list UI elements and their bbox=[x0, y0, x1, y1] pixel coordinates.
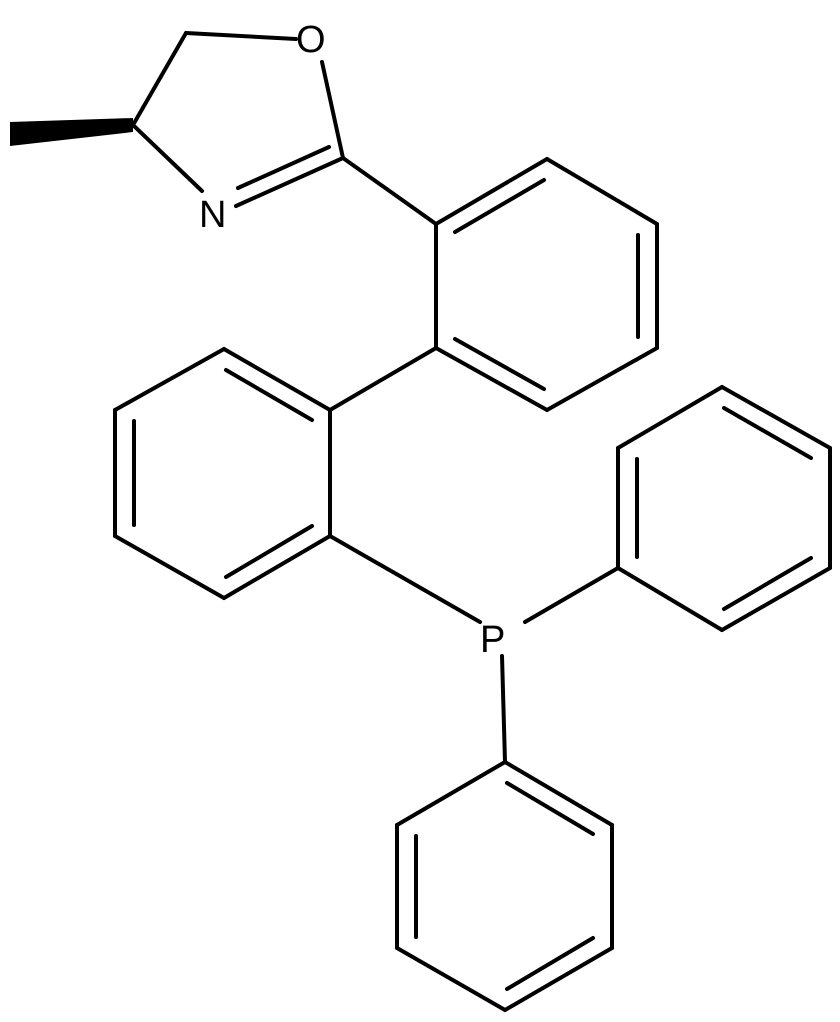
bond-c5-o bbox=[184, 31, 298, 41]
bottom-ring-bond-3 bbox=[503, 946, 614, 1012]
wedge-methyl-bond bbox=[10, 118, 133, 146]
right-ring-bond-6 bbox=[616, 566, 724, 632]
oxygen-atom-label: O bbox=[296, 19, 326, 61]
upper-ring-bond-5-inner bbox=[453, 337, 546, 391]
bond-c2-n-double-outer bbox=[234, 156, 345, 208]
oxazoline-ring bbox=[10, 31, 345, 208]
right-ring-bond-3-inner bbox=[722, 406, 813, 460]
right-ring-bond-3 bbox=[720, 385, 832, 450]
bond-c2-n-double-inner bbox=[236, 145, 331, 190]
left-ring-bond-4 bbox=[113, 534, 226, 600]
nitrogen-atom-label: N bbox=[199, 194, 226, 236]
bottom-ring-bond-4 bbox=[395, 946, 507, 1012]
left-ring-bond-5 bbox=[222, 534, 332, 600]
right-ring-bond-5 bbox=[720, 566, 832, 632]
left-ring-bond-5-inner bbox=[224, 524, 314, 579]
right-phenyl-ring bbox=[616, 385, 832, 632]
biaryl-bond bbox=[328, 346, 438, 412]
bond-aryl-p bbox=[328, 534, 482, 624]
phosphorus-atom-label: P bbox=[480, 619, 505, 661]
bottom-ring-bond-6 bbox=[395, 760, 507, 827]
left-benzene-ring bbox=[113, 347, 332, 600]
bond-p-phenyl-right bbox=[523, 566, 620, 624]
upper-ring-bond-1 bbox=[434, 157, 549, 226]
bottom-ring-bond-3-inner bbox=[505, 936, 595, 991]
upper-ring-bond-1-inner bbox=[453, 178, 546, 234]
bottom-ring-bond-1 bbox=[503, 760, 614, 827]
bond-n-c4 bbox=[131, 123, 204, 193]
upper-ring-bond-2 bbox=[545, 157, 659, 226]
upper-ring-bond-5 bbox=[434, 346, 549, 412]
bond-c2-aryl bbox=[341, 156, 438, 226]
left-ring-bond-2 bbox=[113, 347, 226, 412]
upper-benzene-ring bbox=[341, 156, 659, 412]
bond-p-phenyl-bottom bbox=[500, 654, 507, 764]
upper-ring-bond-4 bbox=[545, 346, 659, 412]
left-ring-bond-1 bbox=[222, 347, 332, 412]
right-ring-bond-5-inner bbox=[722, 556, 813, 611]
bond-o-c2 bbox=[320, 60, 345, 160]
right-ring-bond-2 bbox=[616, 385, 724, 450]
left-ring-bond-1-inner bbox=[224, 368, 314, 422]
bond-c5-c4 bbox=[131, 31, 188, 127]
bottom-phenyl-ring bbox=[395, 760, 614, 1012]
bottom-ring-bond-1-inner bbox=[505, 781, 595, 836]
